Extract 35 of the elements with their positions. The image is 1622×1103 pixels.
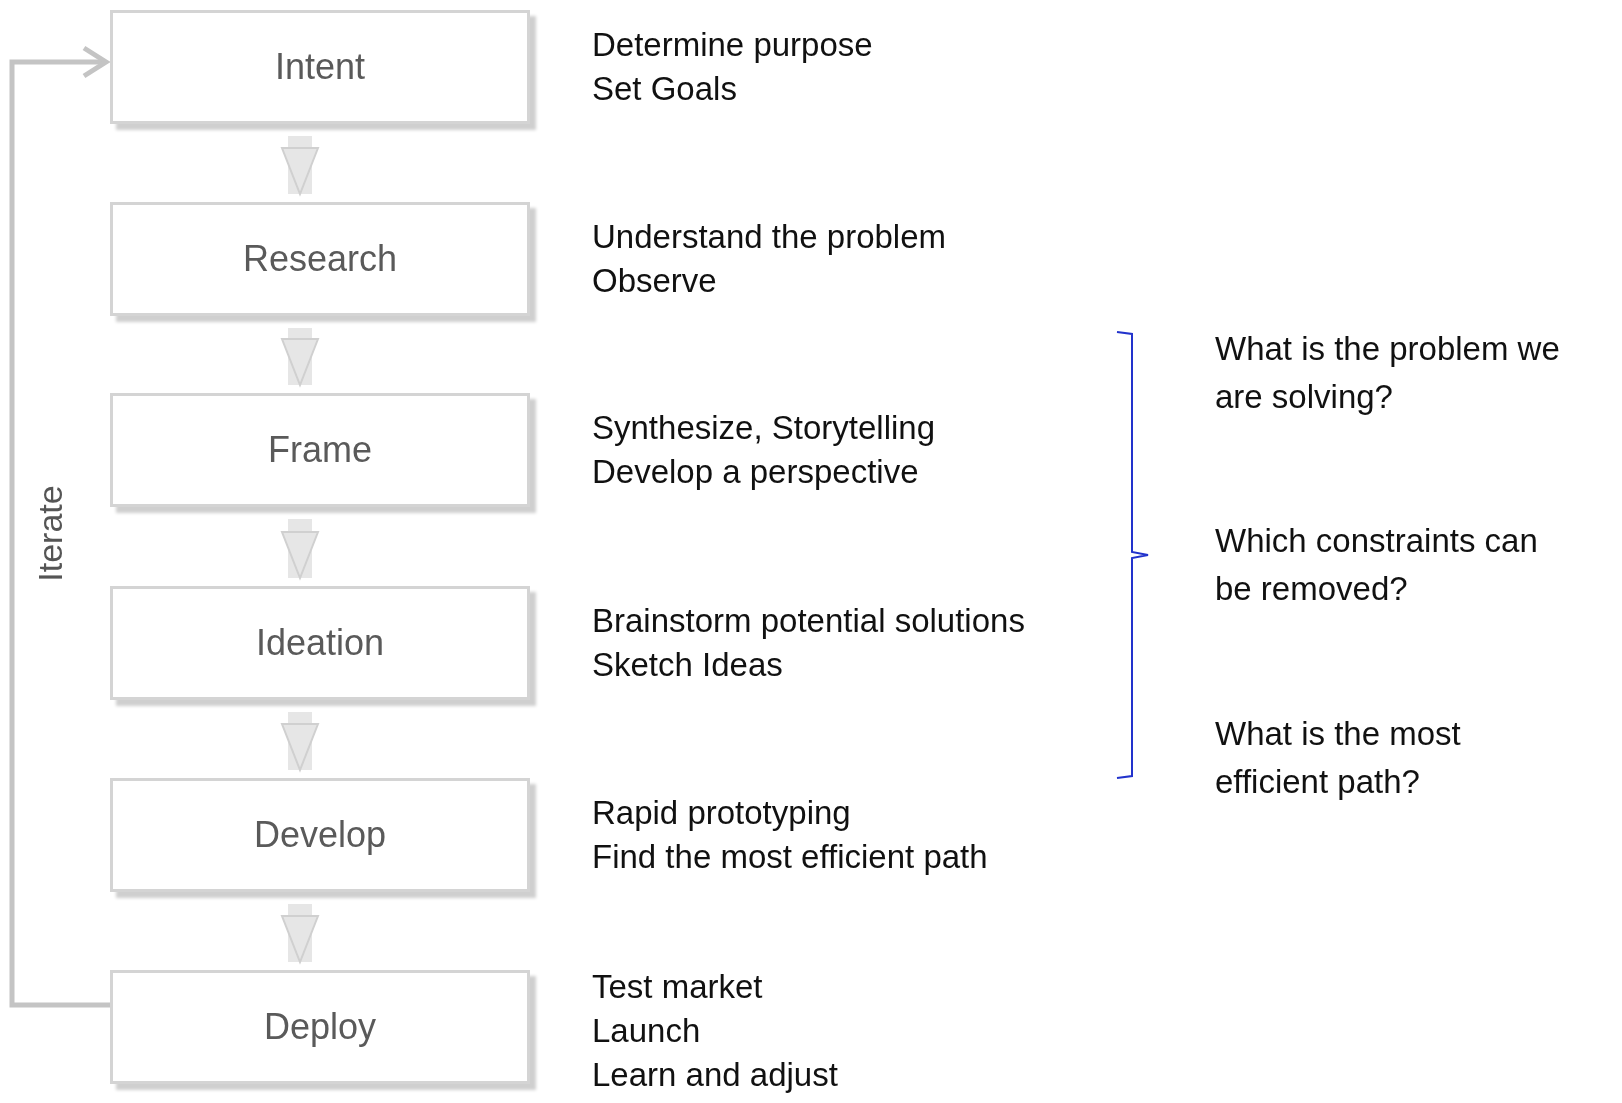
step-title: Frame	[268, 429, 372, 471]
step-title: Develop	[253, 814, 387, 856]
question-text: What is the most efficient path?	[1215, 714, 1462, 802]
step-description: Observe	[592, 261, 717, 301]
step-title: Ideation	[255, 622, 385, 664]
process-box	[110, 10, 530, 124]
step-description: Learn and adjust	[592, 1055, 838, 1095]
process-box	[110, 778, 530, 892]
block-arrow	[281, 328, 319, 386]
step-description: Develop a perspective	[592, 452, 919, 492]
step-description: Set Goals	[592, 69, 737, 109]
step-description: Launch	[592, 1011, 701, 1051]
step-title: Deploy	[263, 1006, 377, 1048]
process-box	[110, 970, 530, 1084]
block-arrow	[281, 712, 319, 771]
step-description: Find the most efficient path	[592, 837, 988, 877]
step-title: Intent	[274, 46, 366, 88]
step-description: Test market	[592, 967, 763, 1007]
feedback-arrow	[9, 45, 110, 1008]
block-arrow	[281, 136, 319, 195]
process-box	[110, 586, 530, 700]
block-arrow	[281, 904, 319, 963]
process-box	[110, 393, 530, 507]
step-description: Rapid prototyping	[592, 793, 851, 833]
question-text: Which constraints can be removed?	[1215, 521, 1539, 609]
step-description: Sketch Ideas	[592, 645, 783, 685]
block-arrow	[281, 519, 319, 579]
step-title: Research	[242, 238, 398, 280]
process-box	[110, 202, 530, 316]
step-description: Understand the problem	[592, 217, 947, 257]
question-text: What is the problem we are solving?	[1215, 329, 1560, 417]
step-description: Brainstorm potential solutions	[592, 601, 1025, 641]
step-description: Synthesize, Storytelling	[592, 408, 935, 448]
step-description: Determine purpose	[592, 25, 873, 65]
edge-label: Iterate	[30, 485, 70, 582]
